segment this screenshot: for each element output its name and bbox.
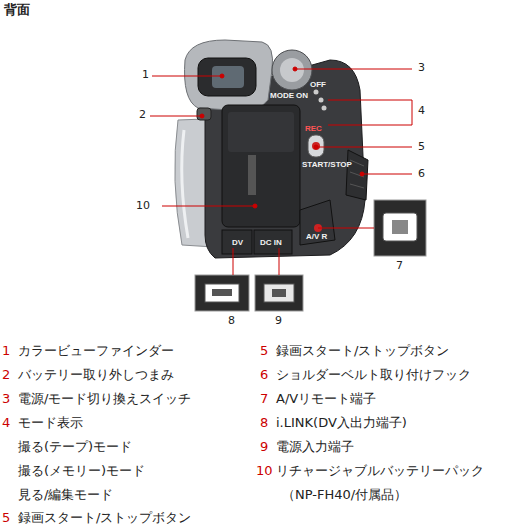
strap-texture — [350, 160, 364, 188]
callout-number: 4 — [418, 104, 425, 117]
leader-line — [328, 100, 412, 101]
av-inset — [374, 200, 426, 256]
part-name: 撮る(メモリー)モード — [18, 463, 145, 479]
leader-line — [295, 69, 412, 70]
part-name: 見る/編集モード — [18, 487, 113, 503]
leader-line — [318, 228, 374, 229]
list-number: 1 — [2, 343, 10, 359]
part-name: 撮る(テープ)モード — [18, 439, 132, 455]
list-number: 10 — [256, 463, 273, 479]
dcin-cover — [254, 230, 292, 254]
dv-cover — [222, 230, 252, 254]
callout-number: 2 — [139, 108, 146, 121]
callout-number: 5 — [418, 140, 425, 153]
rec-dot — [312, 142, 320, 150]
panel-text: OFF — [310, 80, 326, 90]
mode-lamp — [314, 90, 319, 95]
leader-line — [233, 248, 234, 275]
leader-line — [328, 125, 412, 126]
leader-dot — [360, 172, 364, 176]
viewfinder-housing — [185, 40, 273, 110]
leader-dot — [293, 67, 297, 71]
part-name: バッテリー取り外しつまみ — [18, 367, 174, 383]
callout-number: 10 — [136, 199, 150, 212]
part-name: A/Vリモート端子 — [276, 391, 376, 407]
callout-number: 8 — [228, 314, 235, 327]
callout-number: 6 — [418, 167, 425, 180]
dcin-pin — [272, 289, 286, 297]
part-name: リチャージャブルバッテリーパック — [276, 463, 484, 479]
viewfinder-eyecup — [198, 58, 256, 96]
list-number: 4 — [2, 415, 10, 431]
part-name: 電源/モード切り換えスイッチ — [18, 391, 191, 407]
leader-line — [316, 147, 412, 148]
mode-dial-center — [280, 58, 304, 82]
leader-line — [150, 116, 202, 117]
leader-dot — [314, 145, 318, 149]
av-pins — [392, 220, 408, 234]
callout-number: 3 — [418, 61, 425, 74]
av-connector — [383, 213, 417, 241]
panel-text: DC IN — [260, 238, 282, 248]
battery-mark — [248, 155, 256, 195]
viewfinder-lens — [212, 66, 244, 88]
leader-dot — [200, 114, 204, 118]
mode-lamp — [319, 98, 324, 103]
part-name: （NP-FH40/付属品） — [282, 487, 407, 503]
mode-lamp — [322, 106, 327, 111]
leader-dot — [220, 74, 224, 78]
part-name: カラービューファインダー — [18, 343, 174, 359]
dv-connector — [205, 284, 239, 302]
release-knob — [197, 108, 211, 120]
list-number: 7 — [260, 391, 268, 407]
part-name: i.LINK(DV入出力端子) — [276, 415, 407, 431]
panel-text: DV — [232, 238, 243, 248]
panel-text: MODE — [270, 91, 294, 101]
mode-dial — [272, 50, 312, 90]
leader-line — [362, 174, 412, 175]
leader-dot — [253, 204, 257, 208]
list-number: 6 — [260, 367, 268, 383]
list-number: 3 — [2, 391, 10, 407]
leader-bracket — [412, 100, 413, 125]
av-cover — [300, 200, 335, 245]
diagram-title: 背面 — [4, 2, 30, 18]
battery-label — [228, 112, 294, 152]
leader-line — [152, 76, 222, 77]
list-number: 9 — [260, 439, 268, 455]
leader-line — [162, 206, 255, 207]
dv-inset — [195, 275, 249, 311]
dv-pins — [212, 289, 232, 296]
side-highlight — [182, 130, 188, 238]
list-number: 5 — [2, 510, 10, 525]
dcin-connector — [264, 284, 294, 302]
callout-number: 7 — [396, 259, 403, 272]
list-number: 5 — [260, 343, 268, 359]
list-number: 2 — [2, 367, 10, 383]
list-number: 8 — [260, 415, 268, 431]
battery-pack — [222, 105, 300, 227]
start-stop-button — [308, 135, 324, 157]
dcin-inset — [255, 275, 303, 311]
panel-text: START/STOP — [302, 160, 352, 170]
part-name: 録画スタート/ストップボタン — [276, 343, 449, 359]
part-name: 電源入力端子 — [276, 439, 354, 455]
callout-number: 9 — [275, 314, 282, 327]
panel-text: ON — [296, 91, 308, 101]
leader-line — [279, 248, 280, 275]
part-name: ショルダーベルト取り付けフック — [276, 367, 471, 383]
panel-text: REC — [305, 124, 322, 134]
panel-text: A/V R — [306, 232, 327, 242]
part-name: モード表示 — [18, 415, 83, 431]
part-name: 録画スタート/ストップボタン — [18, 510, 191, 525]
callout-number: 1 — [142, 68, 149, 81]
strap-hook — [346, 150, 368, 200]
